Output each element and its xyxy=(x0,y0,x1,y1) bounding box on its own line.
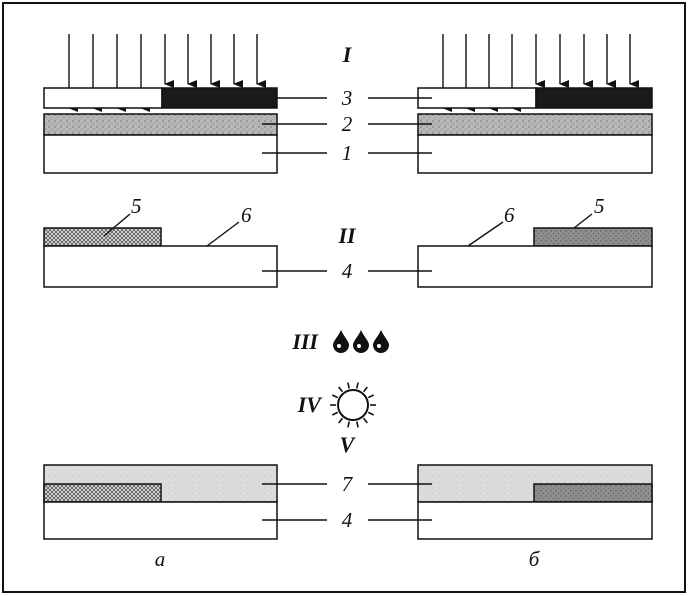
label-2: 2 xyxy=(342,112,353,136)
photomask-clear-right xyxy=(417,87,537,109)
label-3: 3 xyxy=(341,86,353,110)
resist-pattern-right xyxy=(533,227,653,247)
label-4-stage5: 4 xyxy=(342,508,353,532)
label-6-right: 6 xyxy=(504,203,515,227)
substrate-left xyxy=(43,134,278,174)
leader-5-right xyxy=(573,213,593,229)
label-7: 7 xyxy=(342,472,354,496)
substrate-stage5-left xyxy=(43,501,278,540)
photomask-clear-left xyxy=(43,87,163,109)
stage-5-left xyxy=(43,464,327,540)
caption-left: а xyxy=(155,547,166,571)
photomask-opaque-left xyxy=(161,87,278,109)
stage-label-5: V xyxy=(340,432,357,457)
stage-5-right xyxy=(368,464,653,540)
resist-pattern-stage5-right xyxy=(533,483,653,503)
stage-label-1: I xyxy=(342,42,353,67)
sun-ray xyxy=(331,394,339,399)
sun-ray xyxy=(338,417,344,424)
stage-2-right xyxy=(368,213,653,288)
stage-label-3: III xyxy=(291,329,319,354)
caption-right: б xyxy=(529,547,541,571)
resist-pattern-left xyxy=(43,227,162,247)
stage-1-left xyxy=(43,34,278,174)
sun-ray xyxy=(362,386,368,393)
label-5-right: 5 xyxy=(594,194,605,218)
label-6-left: 6 xyxy=(241,203,252,227)
substrate-right xyxy=(417,134,653,174)
stage-2-left xyxy=(43,213,327,288)
leader-5-left xyxy=(103,213,131,237)
photomask-opaque-right xyxy=(535,87,653,109)
stage-1-leader-lines xyxy=(262,97,432,154)
photoresist-layer-left xyxy=(43,113,278,136)
sun-ray xyxy=(356,421,359,428)
substrate-stage5-right xyxy=(417,501,653,540)
sun-ray xyxy=(347,382,350,389)
stage-label-4: IV xyxy=(297,392,324,417)
sun-ray xyxy=(367,411,375,416)
label-5-left: 5 xyxy=(131,194,142,218)
sun-icon xyxy=(330,382,376,428)
substrate-stage2-right xyxy=(417,245,653,288)
substrate-stage2-left xyxy=(43,245,278,288)
leader-6-left xyxy=(206,221,240,247)
label-1: 1 xyxy=(342,141,353,165)
label-4-stage2: 4 xyxy=(342,259,353,283)
sun-ray xyxy=(367,394,375,399)
sun-ray xyxy=(331,411,339,416)
resist-pattern-stage5-left xyxy=(43,483,162,503)
sun-ray xyxy=(362,417,368,424)
leader-6-right xyxy=(467,221,504,247)
sun-ray xyxy=(356,382,359,389)
sun-ray xyxy=(338,386,344,393)
stage-label-2: II xyxy=(337,223,357,248)
stage-1-right xyxy=(417,34,653,174)
sun-ray xyxy=(347,421,350,428)
droplet-icon xyxy=(333,330,389,353)
photoresist-layer-right xyxy=(417,113,653,136)
